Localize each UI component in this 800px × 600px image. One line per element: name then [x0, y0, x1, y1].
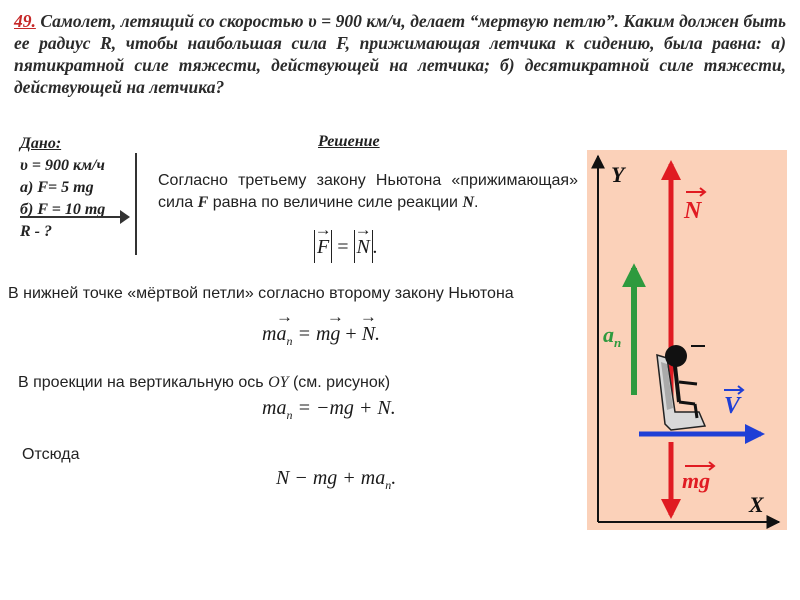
vec-N2: N — [362, 323, 375, 346]
given-divider-horizontal — [20, 216, 122, 218]
formula-projection: man = −mg + N. — [262, 397, 396, 423]
label-an-sub: n — [614, 335, 621, 350]
p3-text-a: В проекции на вертикальную ось — [18, 374, 269, 391]
problem-statement: 49. Самолет, летящий со скоростью υ = 90… — [14, 10, 786, 98]
label-v: V — [724, 393, 742, 419]
pilot-figure — [656, 345, 707, 431]
f2-eq-m: = m — [292, 323, 331, 345]
f3-lhs: ma — [262, 397, 287, 419]
force-diagram: Y X N an V mg — [587, 150, 787, 530]
p1-force-N: N — [462, 194, 474, 211]
solution-paragraph-newton-third: Согласно третьему закону Ньютона «прижим… — [158, 170, 578, 214]
f2-end: . — [375, 323, 381, 345]
vec-F: F — [317, 236, 329, 259]
solution-paragraph-newton-second: В нижней точке «мёртвой петли» согласно … — [8, 285, 514, 302]
f2-m: m — [262, 323, 277, 345]
f4-lhs: N − mg + ma — [276, 467, 386, 489]
f3-n: n — [286, 408, 293, 422]
f4-n: n — [385, 478, 392, 492]
vec-g: g — [330, 323, 340, 346]
label-mg-vector-arrow — [685, 461, 716, 471]
label-N-vector-arrow — [686, 187, 707, 197]
f1-equals: = — [332, 236, 354, 258]
f2-plus: + — [340, 323, 362, 345]
given-unknown: R - ? — [20, 223, 52, 240]
p3-axis: OY — [268, 374, 289, 391]
abs-F: F — [314, 230, 333, 263]
p1-text-a: Согласно третьему закону Ньютона «прижим… — [158, 172, 578, 211]
given-divider-vertical — [135, 153, 137, 255]
given-title: Дано: — [20, 135, 62, 152]
formula-newton-second-vector: man = mg + N. — [262, 323, 380, 349]
f3-rhs: = −mg + N. — [292, 397, 396, 419]
vec-N: N — [357, 236, 370, 259]
axis-x-label: X — [748, 492, 765, 517]
p1-force-F: F — [197, 194, 209, 211]
p1-text-c: . — [474, 194, 479, 211]
given-case-a: а) F= 5 mg — [20, 179, 94, 196]
axis-y-label: Y — [611, 162, 627, 187]
vec-a: an — [276, 323, 292, 349]
f4-end: . — [391, 467, 397, 489]
label-an-a: a — [603, 322, 614, 347]
abs-N: N — [353, 230, 374, 263]
problem-number: 49. — [14, 11, 36, 31]
label-v-vector-arrow — [724, 385, 745, 395]
f2-a: a — [276, 323, 287, 345]
formula-result: N − mg + man. — [276, 467, 396, 493]
p3-text-b: (см. рисунок) — [288, 374, 391, 391]
p1-text-b: равна по величине силе реакции — [208, 194, 463, 211]
label-N: N — [683, 198, 703, 224]
given-case-b: б) F = 10 mg — [20, 201, 106, 218]
force-diagram-svg: Y X N an V mg — [591, 154, 781, 529]
given-divider-arrowhead — [120, 210, 130, 224]
label-mg: mg — [682, 468, 710, 493]
solution-paragraph-hence: Отсюда — [22, 446, 80, 463]
given-block: Дано: υ = 900 км/ч а) F= 5 mg б) F = 10 … — [20, 133, 132, 243]
f2-n: n — [286, 334, 293, 348]
solution-title: Решение — [318, 133, 380, 150]
problem-text: Самолет, летящий со скоростью υ = 900 км… — [14, 11, 786, 97]
solution-paragraph-projection: В проекции на вертикальную ось OY (см. р… — [18, 372, 390, 394]
given-speed: υ = 900 км/ч — [20, 157, 105, 174]
f1-end: . — [372, 236, 378, 258]
label-an: an — [603, 322, 621, 350]
formula-force-equality: F = N. — [314, 230, 378, 263]
